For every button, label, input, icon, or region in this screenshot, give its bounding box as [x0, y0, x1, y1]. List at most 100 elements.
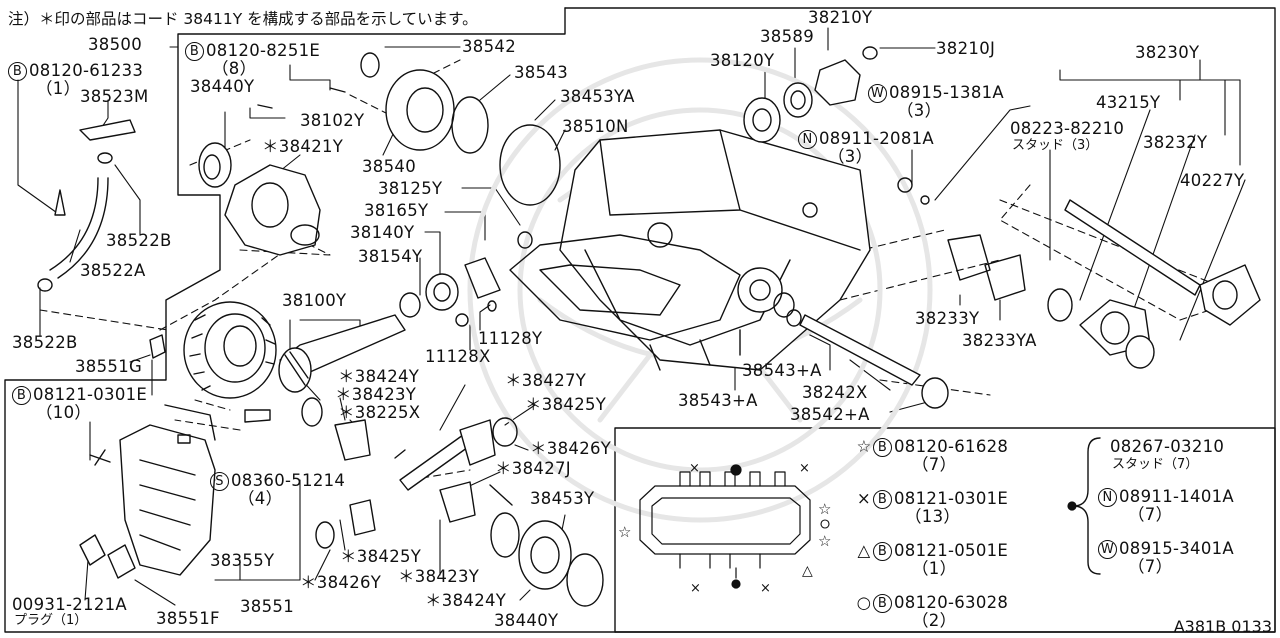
label-38120y: 38120Y — [710, 51, 775, 70]
label-38423y-top: ＊38423Y — [335, 385, 417, 404]
legend-stud-part: 08267-03210 — [1110, 437, 1225, 456]
label-38233ya: 38233YA — [962, 331, 1037, 350]
label-38210j: 38210J — [936, 39, 996, 58]
label-38427y: ＊38427Y — [505, 371, 587, 390]
label-38423y-bottom: ＊38423Y — [398, 567, 480, 586]
bolt-b-icon: B — [873, 542, 892, 561]
bolt-b-icon: B — [873, 490, 892, 509]
label-38102y: 38102Y — [300, 111, 365, 130]
part-number: 08121-0501E — [894, 541, 1009, 560]
legend-cover-schematic — [639, 464, 1077, 589]
screw-s-icon: S — [210, 472, 229, 491]
bearings-and-seals — [79, 46, 1261, 607]
label-38424y-top: ＊38424Y — [338, 367, 420, 386]
label-38453y: 38453Y — [530, 489, 595, 508]
label-38230y: 38230Y — [1135, 43, 1200, 62]
drive-pinion — [278, 314, 406, 393]
svg-text:×: × — [799, 461, 810, 476]
label-38589: 38589 — [760, 27, 814, 46]
washer-w-icon: W — [868, 84, 887, 103]
triangle-icon: △ — [857, 541, 871, 560]
svg-text:☆: ☆ — [618, 523, 631, 541]
part-number: 08121-0301E — [33, 385, 148, 404]
label-qty: （8） — [212, 59, 257, 78]
part-number: 08360-51214 — [231, 471, 346, 490]
rear-cover — [119, 404, 216, 576]
label-38232y: 38232Y — [1143, 133, 1208, 152]
label-38425y-top: ＊38425Y — [525, 395, 607, 414]
label-38233y: 38233Y — [915, 309, 980, 328]
label-stud-3: スタッド（3） — [1012, 138, 1099, 153]
label-38440y-top: 38440Y — [190, 77, 255, 96]
part-number: 08120-61233 — [29, 61, 144, 80]
svg-text:△: △ — [802, 563, 813, 579]
legend-star-qty: （7） — [912, 455, 957, 474]
label-38522a: 38522A — [80, 261, 146, 280]
label-38543a-right: 38543+A — [742, 361, 822, 380]
label-38355y: 38355Y — [210, 551, 275, 570]
label-38210y: 38210Y — [808, 8, 873, 27]
part-number: 08911-1401A — [1119, 487, 1235, 506]
label-plug-1: プラグ（1） — [14, 613, 88, 628]
legend-circle-qty: （2） — [912, 611, 957, 630]
label-11128y: 11128Y — [478, 329, 543, 348]
label-38453ya: 38453YA — [560, 87, 635, 106]
label-38542a: 38542+A — [790, 405, 870, 424]
label-38125y: 38125Y — [378, 179, 443, 198]
part-number: 08915-3401A — [1119, 539, 1235, 558]
label-38424y-bottom: ＊38424Y — [425, 591, 507, 610]
label-38540: 38540 — [362, 157, 416, 176]
circle-icon: ○ — [856, 593, 872, 612]
bolt-b-icon: B — [873, 438, 892, 457]
part-number: 08915-1381A — [889, 83, 1005, 102]
label-38543a-left: 38543+A — [678, 391, 758, 410]
bolt-b-icon: B — [8, 62, 27, 81]
label-38522b-top: 38522B — [106, 231, 172, 250]
part-number: 08120-61628 — [894, 437, 1009, 456]
label-38140y: 38140Y — [350, 223, 415, 242]
label-38425y-bottom: ＊38425Y — [340, 547, 422, 566]
star-icon: ☆ — [856, 437, 872, 456]
label-qty: （3） — [897, 101, 942, 120]
label-38551g: 38551G — [75, 357, 143, 376]
label-38551f: 38551F — [156, 609, 220, 628]
label-00931-2121a: 00931-2121A — [12, 595, 128, 614]
label-38225x: ＊38225X — [338, 403, 421, 422]
label-38427j: ＊38427J — [495, 459, 571, 478]
bolt-b-icon: B — [185, 42, 204, 61]
label-qty: （3） — [828, 147, 873, 166]
breather-hose — [37, 87, 346, 292]
ring-gear — [183, 301, 277, 399]
note-text: 注）＊印の部品はコード 38411Y を構成する部品を示しています。 — [8, 10, 478, 28]
label-38154y: 38154Y — [358, 247, 423, 266]
label-38242x: 38242X — [802, 383, 868, 402]
svg-text:×: × — [760, 581, 771, 596]
label-qty: （10） — [36, 403, 92, 422]
label-38522b-bottom: 38522B — [12, 333, 78, 352]
label-38510n: 38510N — [562, 117, 629, 136]
svg-text:×: × — [690, 581, 701, 596]
label-38426y-top: ＊38426Y — [530, 439, 612, 458]
legend-triangle-qty: （1） — [912, 559, 957, 578]
svg-text:☆: ☆ — [818, 500, 831, 518]
part-number: 08121-0301E — [894, 489, 1009, 508]
nut-n-icon: N — [1098, 488, 1117, 507]
label-38523m: 38523M — [80, 87, 149, 106]
legend-stud-name: スタッド（7） — [1112, 457, 1199, 472]
part-number: 08120-8251E — [206, 41, 321, 60]
svg-text:☆: ☆ — [818, 532, 831, 550]
label-40227y: 40227Y — [1180, 171, 1245, 190]
